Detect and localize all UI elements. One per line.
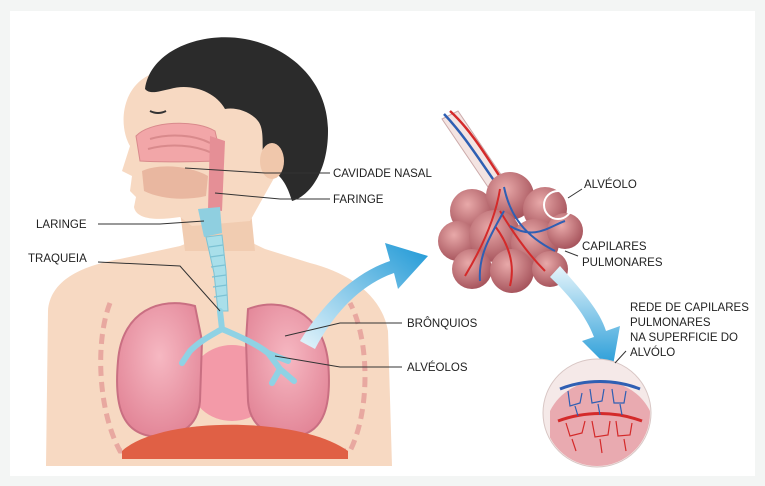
label-laringe: LARINGE <box>36 219 87 231</box>
label-cavidade-nasal: CAVIDADE NASAL <box>333 168 432 180</box>
alveoli-cluster <box>438 111 583 293</box>
label-alveolos: ALVÉOLOS <box>407 361 468 374</box>
respiratory-system-diagram: CAVIDADE NASAL FARINGE LARINGE TRAQUEIA … <box>10 11 755 476</box>
label-rede-line4: ALVÓLO <box>630 346 675 359</box>
zoom-arrow-2 <box>550 266 620 371</box>
human-body <box>46 37 392 466</box>
label-faringe: FARINGE <box>333 194 384 206</box>
label-bronquios: BRÔNQUIOS <box>407 317 478 330</box>
label-rede-line3: NA SUPERFICIE DO <box>630 332 738 344</box>
pharynx <box>208 136 225 211</box>
label-rede-line1: REDE DE CAPILARES <box>630 302 749 314</box>
label-capilares-line2: PULMONARES <box>582 257 663 269</box>
capillary-network-detail <box>543 359 651 471</box>
ear <box>260 143 284 179</box>
label-alveolo: ALVÉOLO <box>584 178 637 191</box>
label-capilares-line1: CAPILARES <box>582 241 647 253</box>
label-traqueia: TRAQUEIA <box>28 253 87 265</box>
diagram-stage: CAVIDADE NASAL FARINGE LARINGE TRAQUEIA … <box>10 11 755 476</box>
label-rede-line2: PULMONARES <box>630 317 711 329</box>
